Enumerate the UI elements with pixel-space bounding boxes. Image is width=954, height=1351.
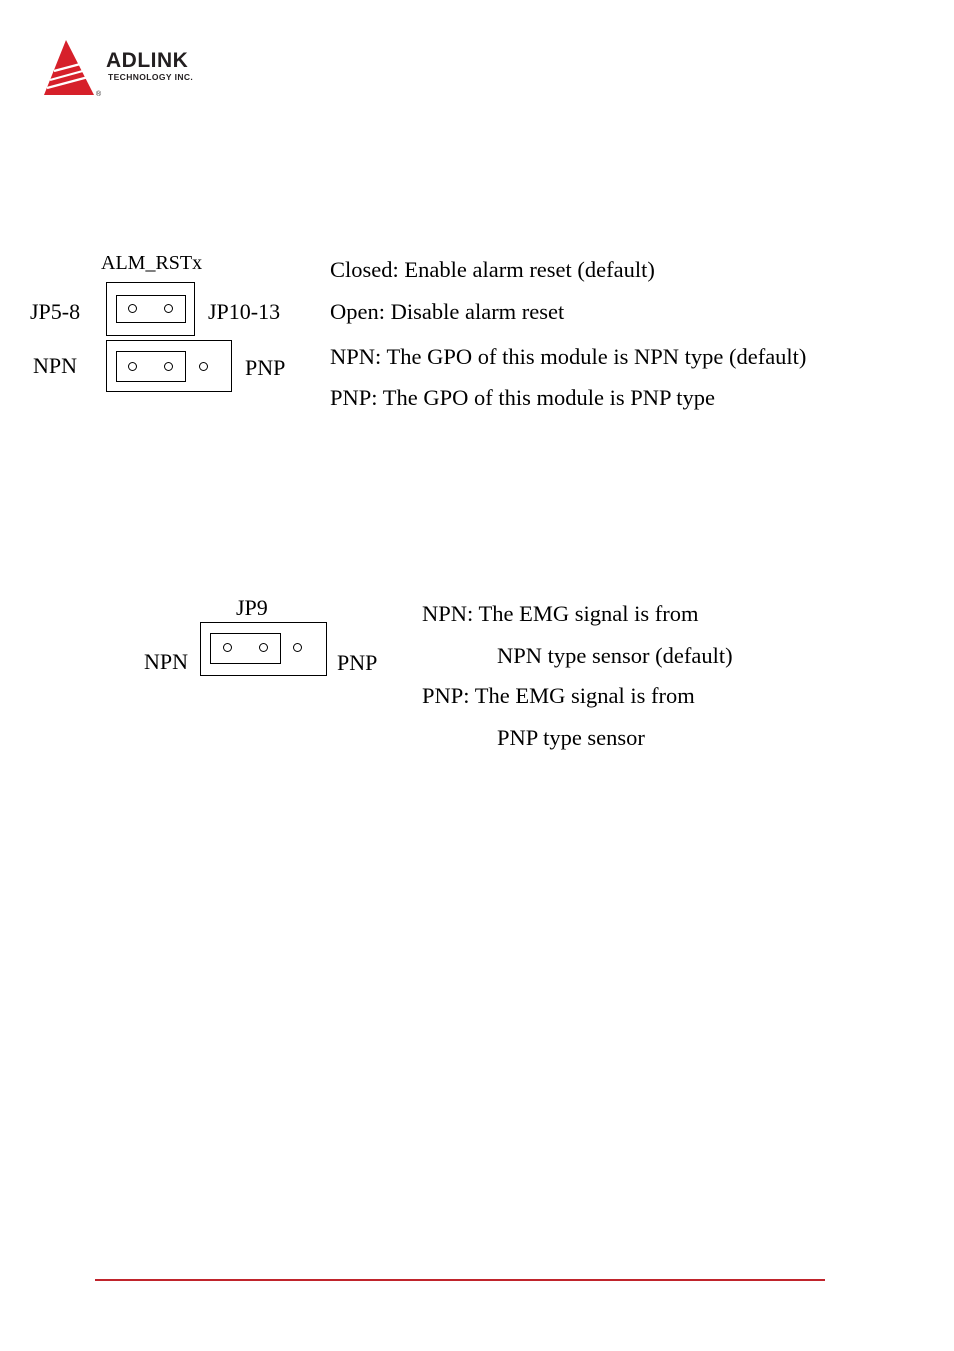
description-line: PNP: The GPO of this module is PNP type [330,385,716,410]
description-line: NPN type sensor (default) [497,643,733,668]
description-line: NPN: The EMG signal is from [422,601,699,626]
description-line: NPN: The GPO of this module is NPN type … [330,344,807,369]
jumper-pin [128,304,137,313]
jumper-pin [164,362,173,371]
description-line: PNP: The EMG signal is from [422,683,695,708]
three-pin-jumper-outline [200,622,327,676]
logo-name: ADLINK [106,49,189,72]
jp9-label: JP9 [236,595,268,620]
npn-label: NPN [33,353,78,378]
description-line: Open: Disable alarm reset [330,299,565,324]
footer-divider [95,1279,825,1281]
three-pin-jumper-outline [106,340,232,392]
jumper-pin [164,304,173,313]
description-line: Closed: Enable alarm reset (default) [330,257,655,282]
jumper-pin [259,643,268,652]
logo-registered-mark: ® [96,90,102,98]
npn-label: NPN [144,649,189,674]
jp5-8-label: JP5-8 [30,299,81,324]
alm-rst-label: ALM_RSTx [101,252,203,274]
three-pin-jumper-cap [210,633,281,664]
description-line: PNP type sensor [497,725,645,750]
three-pin-jumper-cap [116,351,186,382]
pnp-label: PNP [245,355,286,380]
two-pin-jumper-cap [116,295,186,323]
jumper-pin [293,643,302,652]
pnp-label: PNP [337,650,378,675]
two-pin-jumper-outline [106,282,195,336]
jumper-pin [223,643,232,652]
jp10-13-label: JP10-13 [208,299,281,324]
adlink-logo-icon: ® [44,40,102,98]
jumper-pin [128,362,137,371]
jumper-pin [199,362,208,371]
logo-subtitle: TECHNOLOGY INC. [108,72,194,82]
